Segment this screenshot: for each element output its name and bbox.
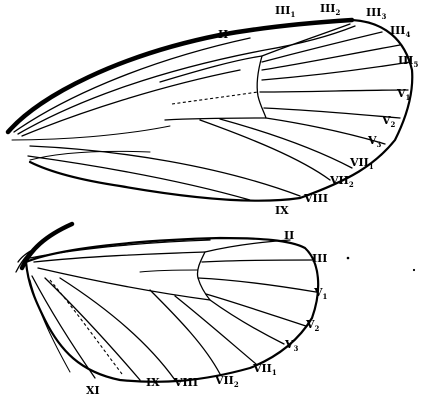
hindwing-vein-viii: [60, 278, 175, 380]
hindwing-vein-xi: [32, 276, 95, 378]
hindwing-label-iii: III: [312, 252, 327, 265]
forewing-cell-end: [257, 56, 266, 118]
speck-1: [347, 257, 350, 260]
hindwing-vein-iii: [202, 260, 312, 262]
forewing-vein-vii2: [200, 120, 330, 180]
hindwing-label-ix: IX: [146, 376, 160, 389]
hindwing-cell-inner: [140, 270, 198, 272]
hindwing-cell-lower: [38, 268, 210, 300]
hindwing-label-v1: V1: [313, 286, 328, 301]
forewing-label-iii5: III5: [398, 54, 418, 69]
forewing-label-iii1: III1: [275, 4, 295, 19]
forewing-vein-v1: [260, 90, 408, 92]
hindwing-label-v3: V3: [284, 338, 299, 353]
forewing-label-iii4: III4: [390, 24, 410, 39]
forewing-label-iii3: III3: [366, 6, 386, 21]
forewing-label-vii1: VII1: [349, 156, 374, 171]
forewing-label-v3: V3: [367, 134, 382, 149]
forewing-vein-ix: [28, 156, 250, 200]
hindwing-labels: II III V1 V2 V3 VII1 VII2 VIII IX XI: [86, 229, 328, 397]
hindwing-label-ii: II: [284, 229, 294, 242]
forewing-vein-vii1: [220, 119, 352, 168]
hindwing-inner-vein: [30, 280, 70, 372]
hindwing-label-vii2: VII2: [214, 374, 239, 389]
hindwing-label-v2: V2: [305, 318, 320, 333]
forewing-vein-iii5: [262, 62, 410, 80]
forewing-cell-lower: [165, 118, 266, 120]
forewing-outline: [30, 20, 412, 201]
forewing-vein-r2: [22, 70, 240, 136]
speck-2: [413, 269, 415, 271]
hindwing-vein-v2: [206, 294, 306, 326]
forewing-labels: II III1 III2 III3 III4 III5 V1 V2 V3 VII…: [218, 2, 418, 217]
forewing-label-v1: V1: [396, 87, 411, 102]
forewing-label-ii: II: [218, 28, 228, 41]
hindwing-vein-v1: [198, 278, 316, 292]
forewing-label-v2: V2: [381, 114, 396, 129]
hindwing-vein-ix: [45, 278, 140, 380]
forewing-dashed-vein: [172, 92, 258, 104]
hindwing-label-viii: VIII: [173, 376, 198, 389]
hindwing-label-xi: XI: [86, 384, 100, 397]
forewing-basal-vein-1: [12, 126, 170, 140]
hindwing-cell-end: [197, 252, 210, 300]
hindwing: [16, 224, 318, 382]
forewing-label-ix: IX: [275, 204, 289, 217]
hindwing-label-vii1: VII1: [252, 362, 277, 377]
forewing-label-viii: VIII: [303, 192, 328, 205]
forewing-label-iii2: III2: [320, 2, 340, 17]
forewing-cell-upper: [160, 56, 262, 82]
forewing: [8, 20, 412, 201]
forewing-vein-v2: [264, 108, 400, 118]
